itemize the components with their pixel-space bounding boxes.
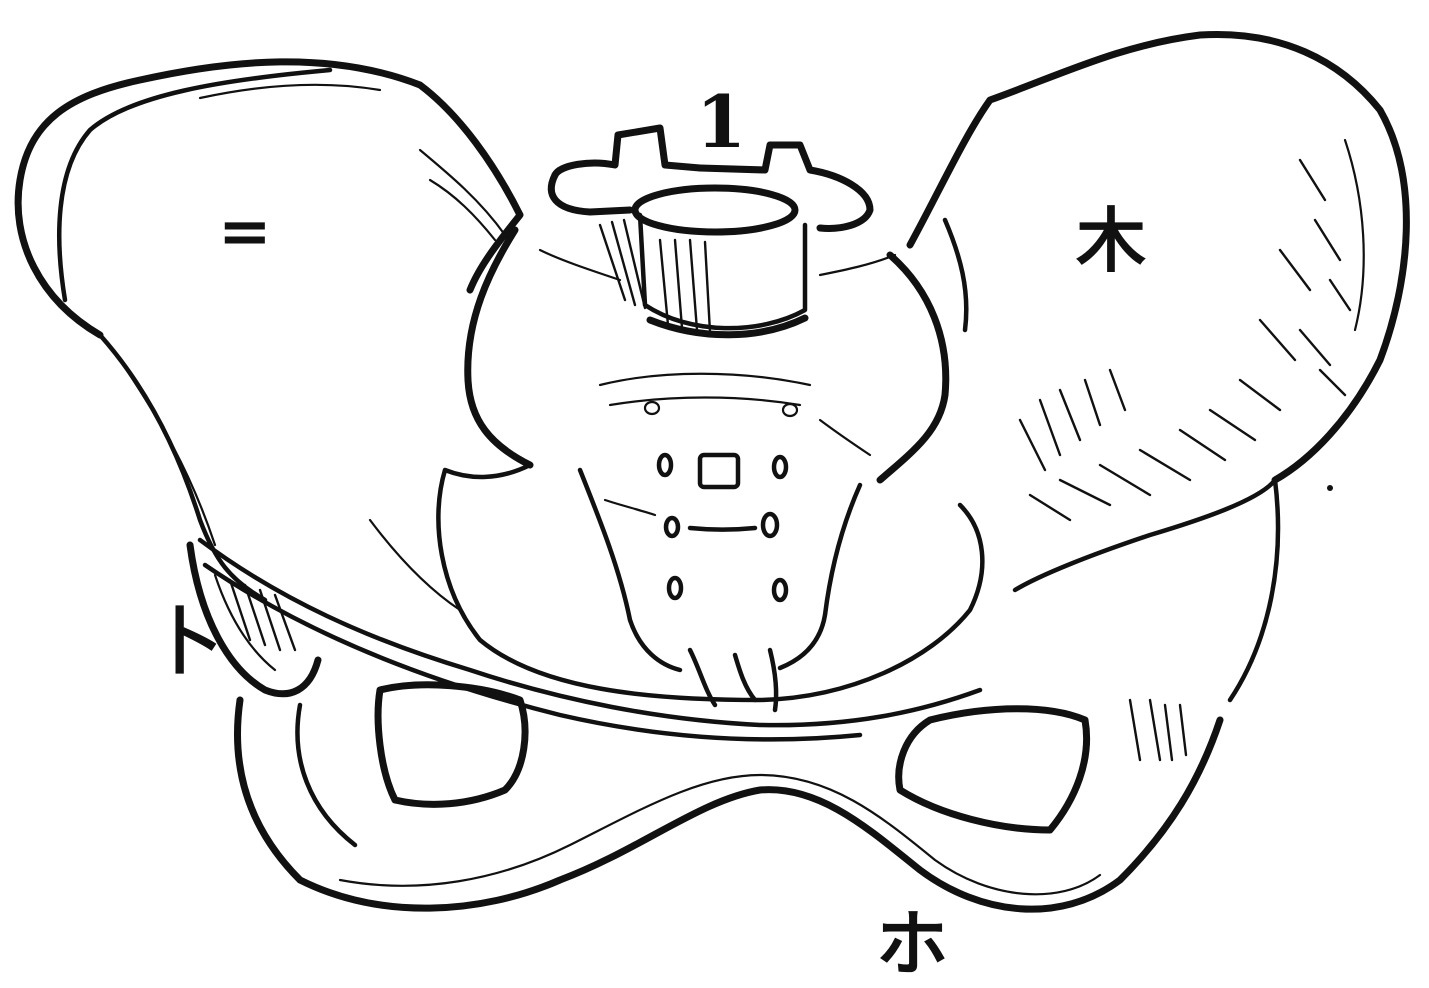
- label-right-ilium: =: [218, 200, 272, 264]
- left-iliac-wing: [18, 62, 520, 600]
- obturator-foramen-right: [899, 709, 1087, 830]
- label-vertebra: 1: [696, 86, 746, 158]
- label-left-ilium: 木: [1076, 206, 1146, 276]
- label-pubic-arch: ホ: [876, 908, 948, 980]
- pelvic-brim: [200, 520, 980, 739]
- obturator-foramen-left: [378, 685, 525, 805]
- right-iliac-wing: [910, 34, 1406, 700]
- pubic-arch: [238, 700, 1221, 909]
- ink-speck: [1327, 485, 1333, 491]
- sacrum: [438, 230, 982, 700]
- label-acetabulum: 卜: [150, 606, 222, 678]
- sacral-foramina: [645, 402, 797, 600]
